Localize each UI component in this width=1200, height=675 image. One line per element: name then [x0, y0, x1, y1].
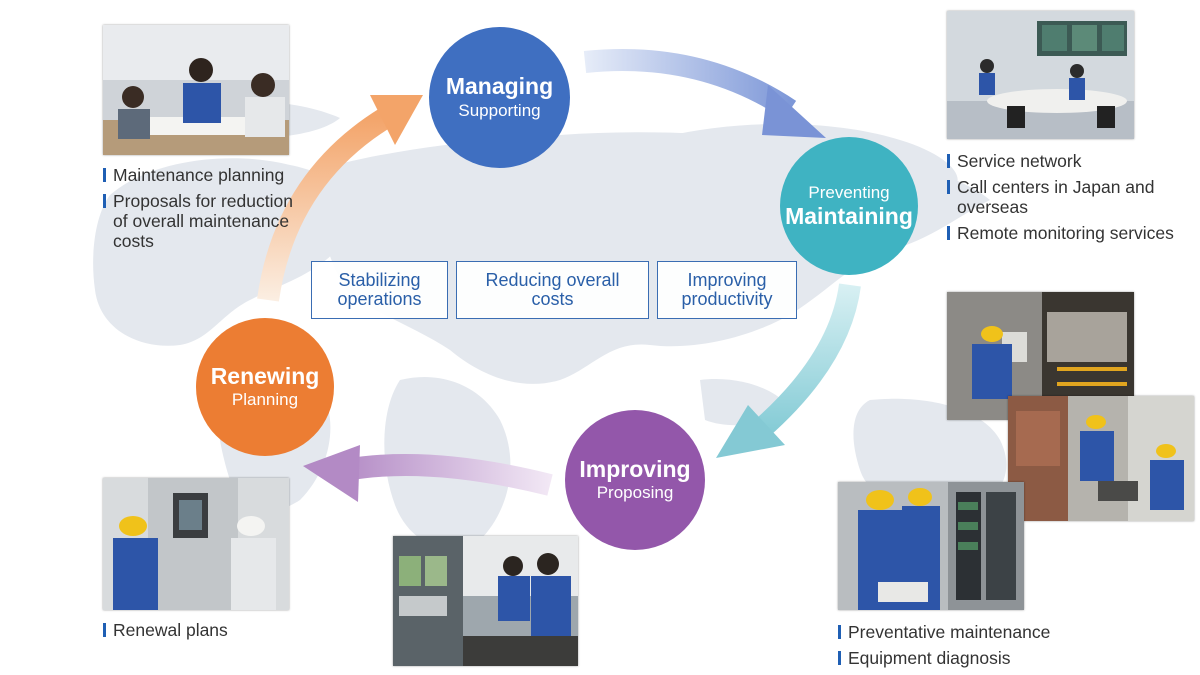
- preventing-label: Preventing: [808, 183, 890, 203]
- list-item: Proposals for reduction of overall maint…: [103, 191, 303, 251]
- goal-stabilizing-operations: Stabilizing operations: [311, 261, 448, 319]
- renewing-circle: Renewing Planning: [196, 318, 334, 456]
- managing-circle: Managing Supporting: [429, 27, 570, 168]
- renewing-planning-list: Maintenance planning Proposals for reduc…: [103, 165, 303, 258]
- meeting-photo: [103, 25, 289, 155]
- list-item: Service network: [947, 151, 1187, 171]
- improving-circle: Improving Proposing: [565, 410, 705, 550]
- maintaining-list: Service network Call centers in Japan an…: [947, 151, 1187, 250]
- renewal-photo: [103, 478, 289, 610]
- list-item: Maintenance planning: [103, 165, 303, 185]
- planning-label: Planning: [231, 390, 299, 410]
- list-item: Renewal plans: [103, 620, 303, 640]
- equipment-panel-photo: [393, 536, 578, 666]
- maintaining-circle: Preventing Maintaining: [780, 137, 918, 275]
- list-item: Preventative maintenance: [838, 622, 1098, 642]
- goal-reducing-overall-costs: Reducing overall costs: [456, 261, 649, 319]
- diagnosis-photo: [838, 482, 1024, 610]
- managing-label: Managing: [445, 73, 554, 100]
- control-room-photo: [947, 11, 1134, 139]
- supporting-label: Supporting: [458, 100, 541, 120]
- list-item: Call centers in Japan and overseas: [947, 177, 1187, 217]
- proposing-label: Proposing: [596, 483, 674, 503]
- renewal-list: Renewal plans: [103, 620, 303, 646]
- renewing-label: Renewing: [210, 362, 320, 389]
- maintaining-label: Maintaining: [785, 203, 913, 230]
- list-item: Equipment diagnosis: [838, 648, 1098, 668]
- list-item: Remote monitoring services: [947, 223, 1187, 243]
- improving-list: Preventative maintenance Equipment diagn…: [838, 622, 1098, 674]
- improving-label: Improving: [579, 455, 691, 482]
- goal-improving-productivity: Improving productivity: [657, 261, 797, 319]
- panel-inspection-photo: [1008, 396, 1194, 521]
